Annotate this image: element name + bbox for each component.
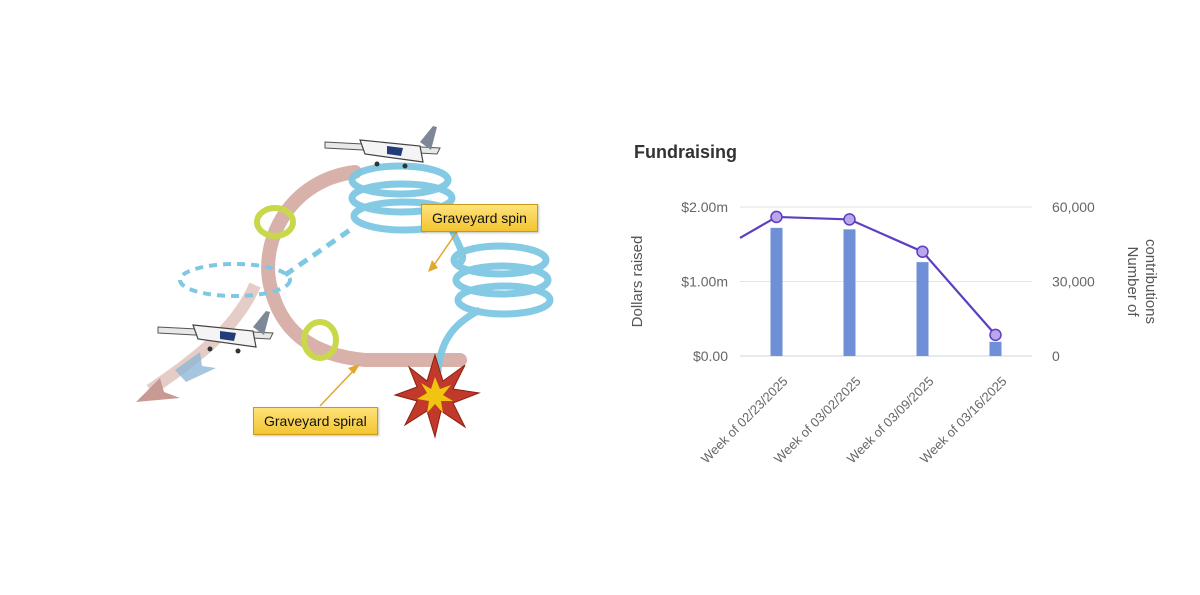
graveyard-spin-callout: Graveyard spin	[421, 204, 538, 232]
bar	[989, 341, 1002, 356]
bar	[770, 227, 783, 356]
graveyard-spin-spiral-illustration	[136, 126, 554, 439]
callout-pointer-arrowhead	[428, 260, 438, 272]
line-point	[770, 210, 783, 224]
y-left-axis-title: Dollars raised	[629, 236, 646, 328]
y-left-tick-label: $0.00	[693, 348, 728, 364]
bank-indicator-icon	[254, 205, 296, 239]
graveyard-spiral-path	[261, 165, 467, 367]
y-right-tick-label: 0	[1052, 348, 1060, 364]
spiral-exit-arrow-icon	[136, 378, 180, 402]
line-point	[989, 328, 1002, 342]
bar	[916, 262, 929, 356]
chart-title: Fundraising	[634, 142, 737, 162]
y-left-tick-label: $1.00m	[681, 274, 728, 290]
graveyard-spin-coils	[348, 162, 554, 373]
explosion-icon	[393, 353, 481, 439]
airplane-icon	[324, 126, 441, 169]
airplane-icon	[157, 311, 274, 354]
y-right-tick-label: 60,000	[1052, 199, 1095, 215]
bar	[843, 229, 856, 356]
graveyard-spiral-callout: Graveyard spiral	[253, 407, 378, 435]
spin-entry-loop	[178, 262, 292, 298]
y-right-axis-title: Number of	[1124, 246, 1141, 317]
y-right-axis-title: contributions	[1142, 239, 1159, 324]
callout-pointer	[319, 367, 357, 407]
line-point	[843, 213, 856, 226]
bank-indicator-icon	[301, 319, 339, 361]
callout-pointer-arrowhead	[348, 364, 360, 374]
spin-exit-arrow-icon	[175, 352, 216, 382]
line-point	[916, 245, 929, 258]
spin-entry-dashed-path	[283, 227, 352, 278]
y-right-tick-label: 30,000	[1052, 274, 1095, 290]
y-left-tick-label: $2.00m	[681, 199, 728, 215]
